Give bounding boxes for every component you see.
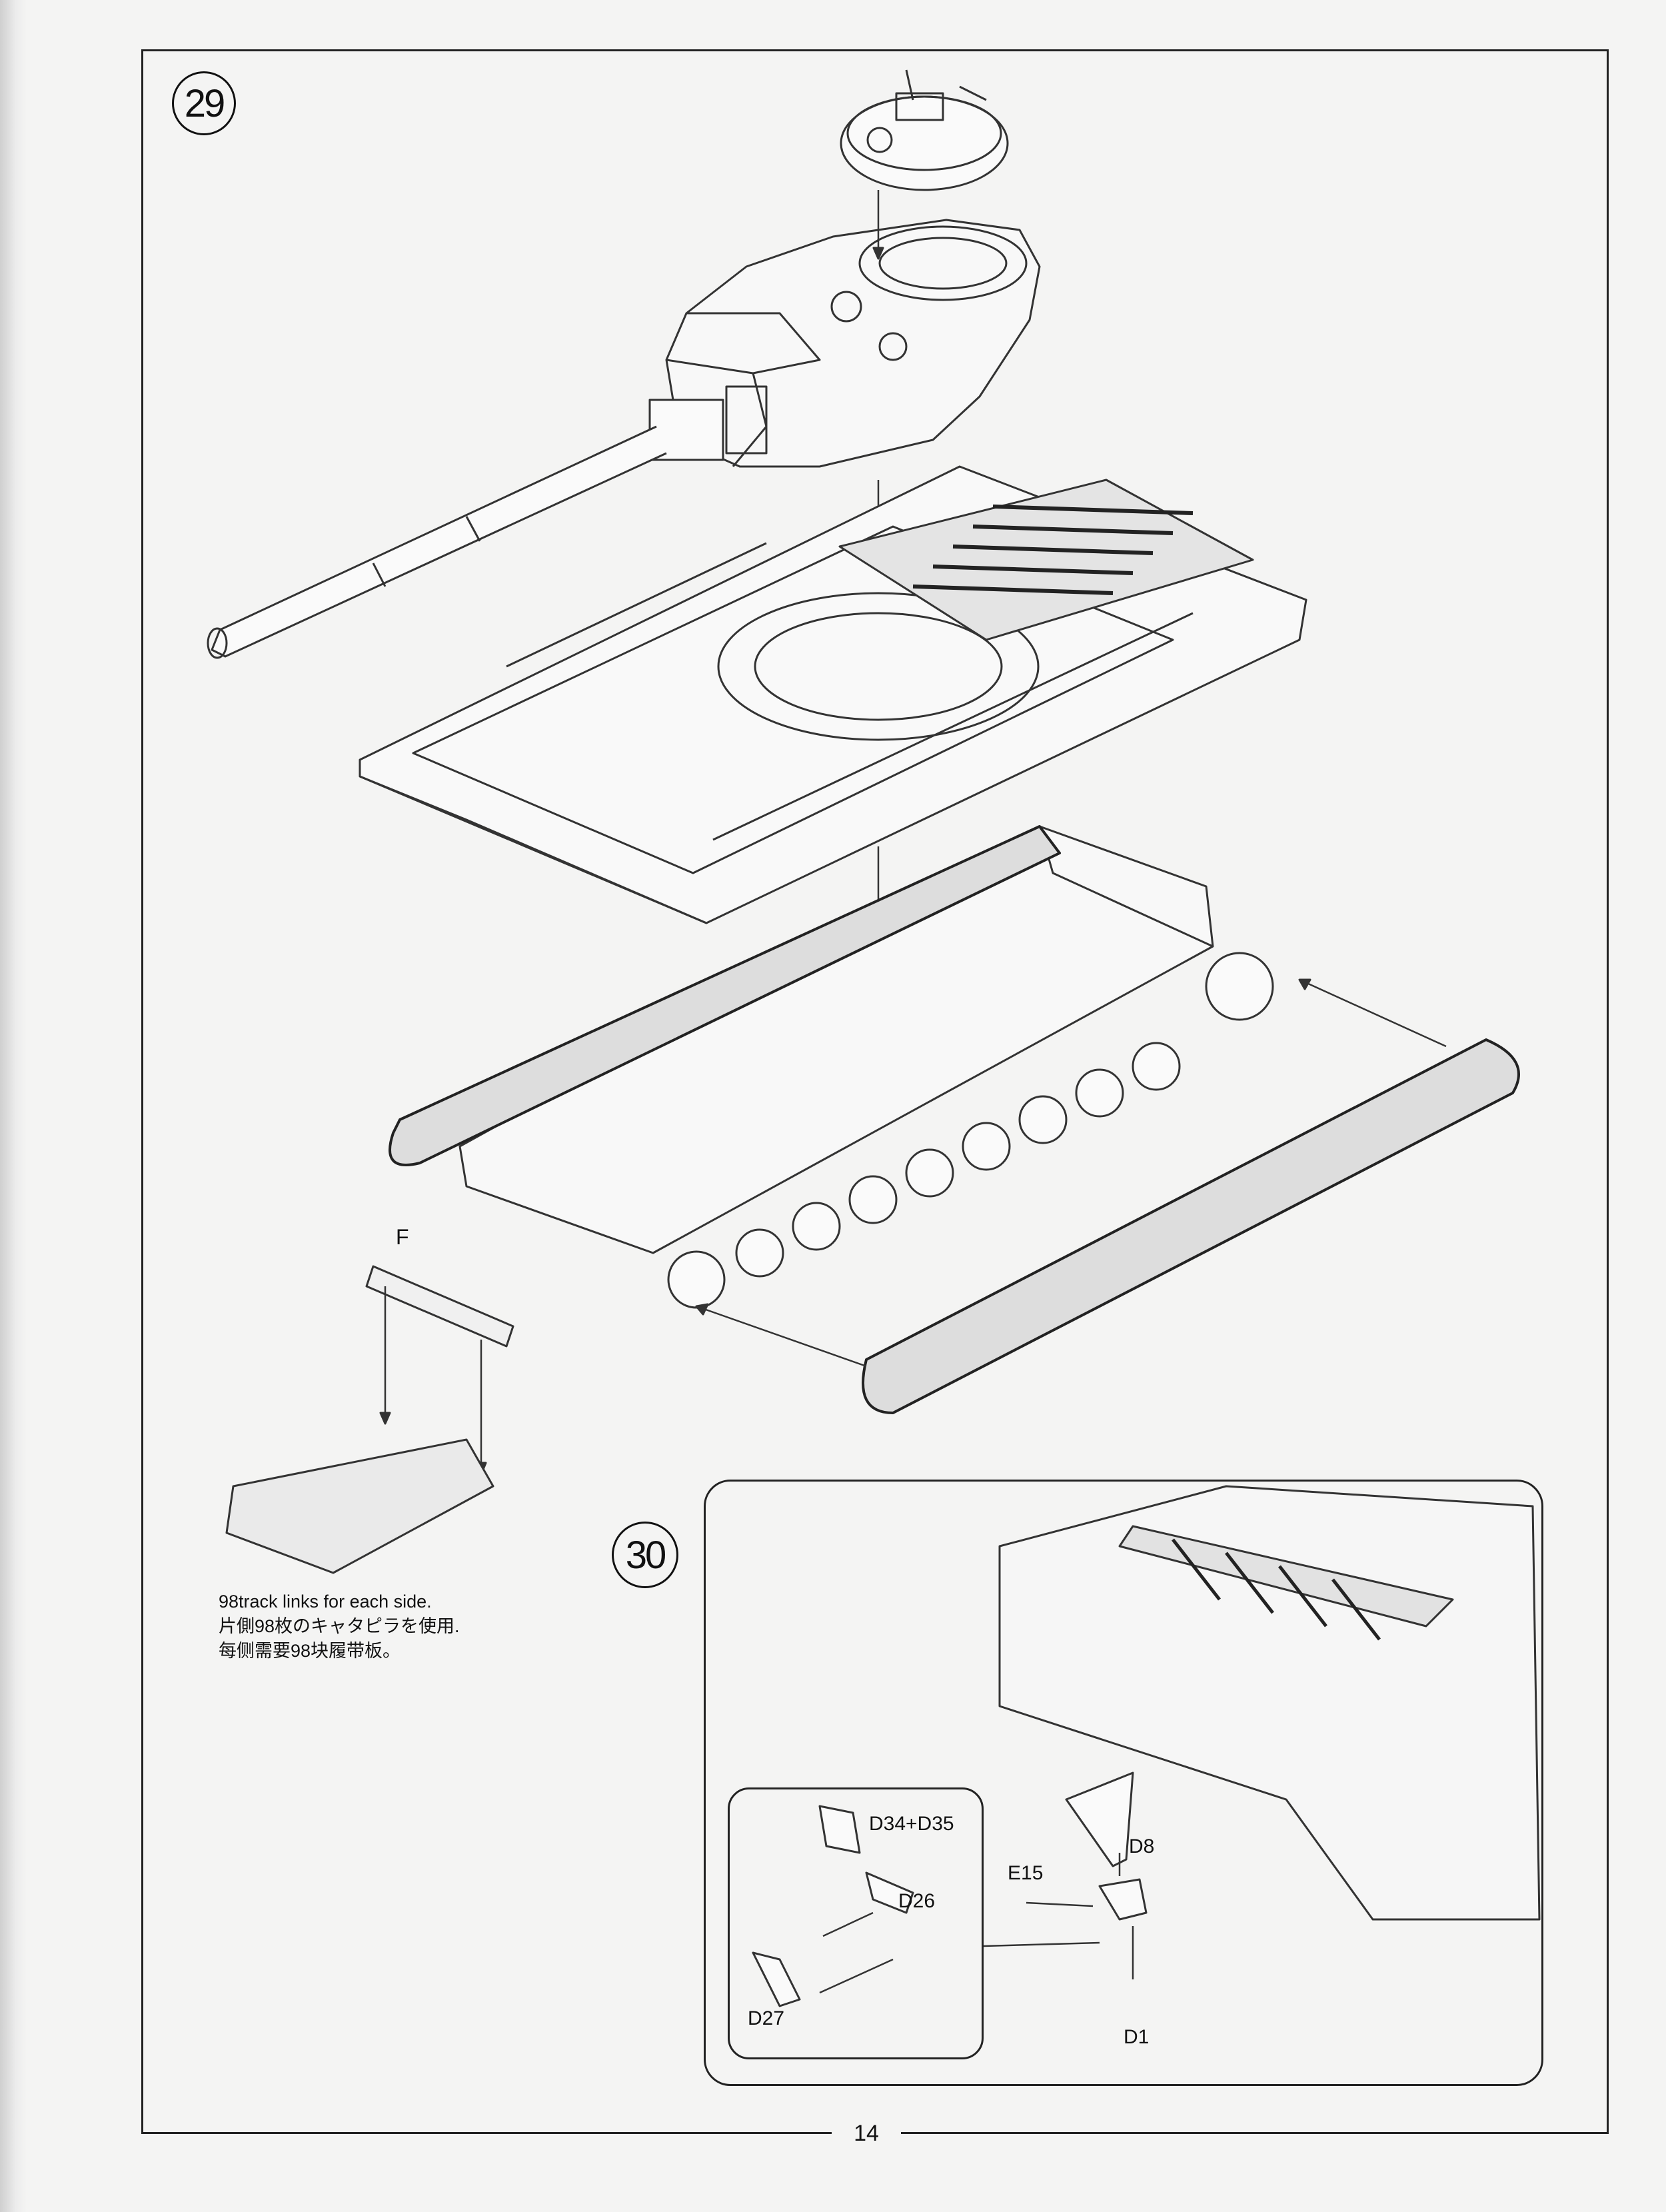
step-30-panel xyxy=(704,1480,1543,2086)
upper-hull-part xyxy=(359,465,1307,924)
part-label-d26: D26 xyxy=(898,1890,936,1912)
track-link-label: F xyxy=(396,1225,409,1249)
track-note-zh: 每侧需要98块履带板。 xyxy=(219,1641,401,1661)
cupola-hatch-part xyxy=(840,69,1009,191)
step-30-subassembly-inset xyxy=(728,1787,984,2059)
step-29-badge: 29 xyxy=(172,71,236,135)
page-number: 14 xyxy=(832,2117,901,2150)
part-label-d34-d35: D34+D35 xyxy=(869,1813,954,1835)
binding-gutter xyxy=(0,0,27,2212)
track-assemblies xyxy=(389,825,1520,1414)
turret-part xyxy=(648,219,1041,468)
step30-detail-art xyxy=(752,1485,1541,2007)
track-note-ja: 片側98枚のキャタピラを使用. xyxy=(219,1616,460,1636)
part-label-d27: D27 xyxy=(748,2007,785,2029)
track-note: 98track links for each side. 片側98枚のキャタピラ… xyxy=(219,1590,460,1663)
part-label-d8: D8 xyxy=(1129,1835,1155,1857)
track-link-part xyxy=(225,1265,514,1574)
part-label-d1: D1 xyxy=(1124,2026,1150,2048)
part-label-e15: E15 xyxy=(1008,1862,1044,1884)
step-30-badge: 30 xyxy=(612,1522,678,1588)
gun-barrel-part xyxy=(207,425,667,659)
lower-hull-part xyxy=(458,825,1274,1309)
track-note-en: 98track links for each side. xyxy=(219,1592,432,1612)
